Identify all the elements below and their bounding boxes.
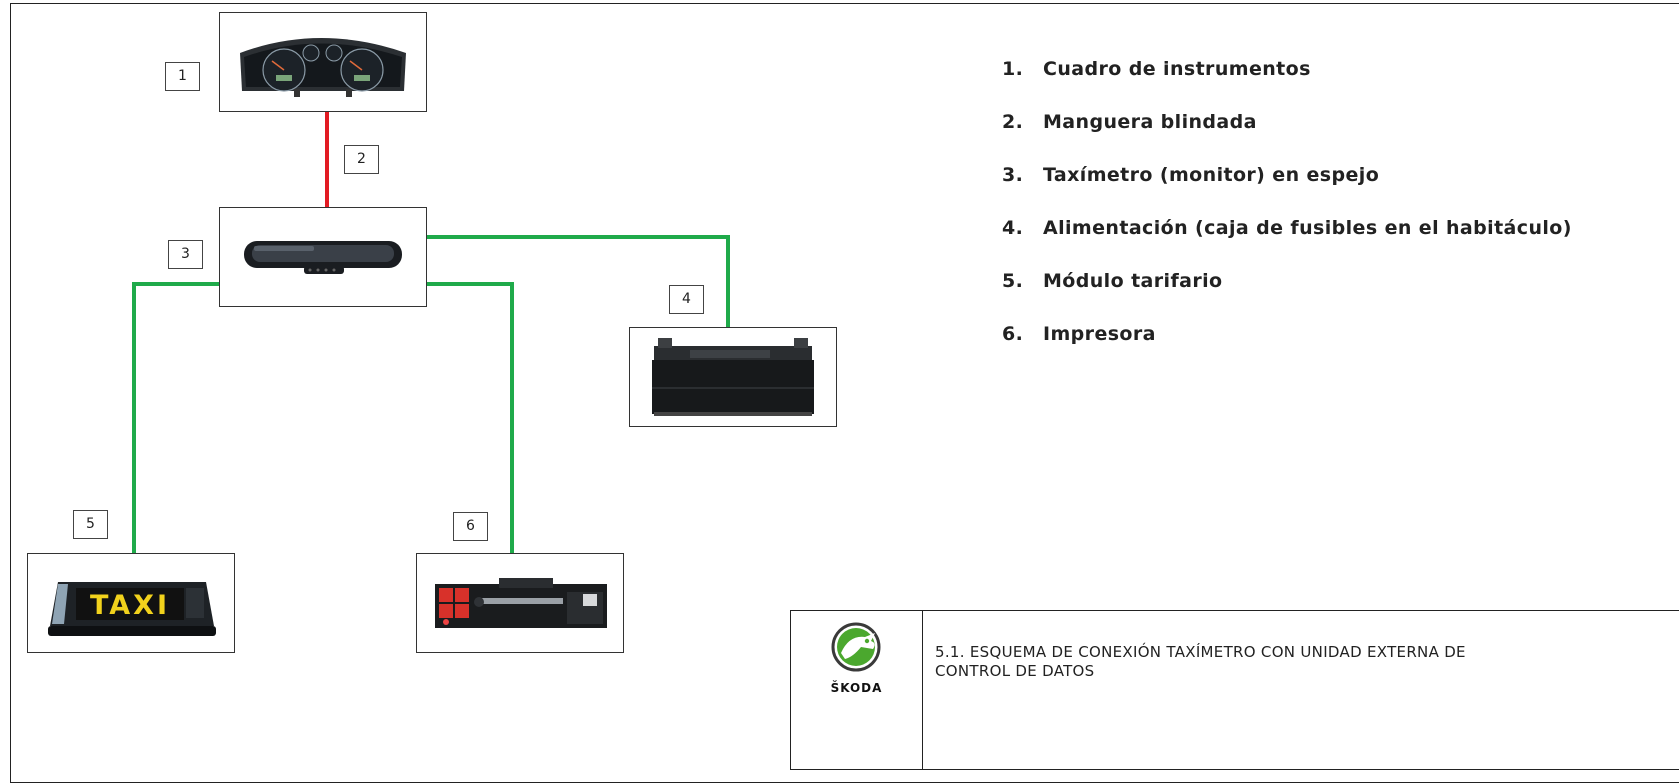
component-number-2: 2 bbox=[344, 145, 379, 174]
component-number-5: 5 bbox=[73, 510, 108, 539]
legend-item-label: Impresora bbox=[1043, 323, 1156, 345]
component-number-1: 1 bbox=[165, 62, 200, 91]
printer-image bbox=[416, 553, 624, 653]
legend-item-number: 4. bbox=[1002, 217, 1024, 239]
legend-item: 5. Módulo tarifario bbox=[1002, 270, 1572, 323]
battery-icon bbox=[652, 338, 814, 416]
battery-image bbox=[629, 327, 837, 427]
taxi-sign-image: TAXI bbox=[27, 553, 235, 653]
legend-item: 4. Alimentación (caja de fusibles en el h… bbox=[1002, 217, 1572, 270]
legend-item: 1. Cuadro de instrumentos bbox=[1002, 58, 1572, 111]
legend-item: 6. Impresora bbox=[1002, 323, 1572, 376]
section-title: 5.1. ESQUEMA DE CONEXIÓN TAXÍMETRO CON U… bbox=[935, 643, 1466, 680]
instrument-cluster-image bbox=[219, 12, 427, 112]
component-number-3: 3 bbox=[168, 240, 203, 269]
legend-item-number: 6. bbox=[1002, 323, 1024, 345]
taxi-sign-label: TAXI bbox=[90, 590, 170, 621]
legend-item-number: 3. bbox=[1002, 164, 1024, 186]
legend-item-number: 1. bbox=[1002, 58, 1024, 80]
legend-item-label: Alimentación (caja de fusibles en el hab… bbox=[1043, 217, 1572, 239]
title-block: ŠKODA 5.1. ESQUEMA DE CONEXIÓN TAXÍMETRO… bbox=[790, 610, 1679, 770]
component-number-6: 6 bbox=[453, 512, 488, 541]
legend-item-number: 5. bbox=[1002, 270, 1024, 292]
mirror-taximeter-icon bbox=[244, 241, 402, 274]
legend-item-label: Cuadro de instrumentos bbox=[1043, 58, 1311, 80]
legend-item-label: Módulo tarifario bbox=[1043, 270, 1223, 292]
instrument-cluster-icon bbox=[240, 38, 406, 97]
legend-item-label: Taxímetro (monitor) en espejo bbox=[1043, 164, 1380, 186]
brand-name: ŠKODA bbox=[830, 681, 883, 695]
wire-mirror-to-battery bbox=[427, 235, 730, 327]
printer-icon bbox=[435, 578, 607, 628]
skoda-logo-icon bbox=[831, 622, 881, 672]
connection-wires bbox=[132, 112, 730, 553]
legend-item: 2. Manguera blindada bbox=[1002, 111, 1572, 164]
legend-item-label: Manguera blindada bbox=[1043, 111, 1257, 133]
legend-item-number: 2. bbox=[1002, 111, 1024, 133]
legend: 1. Cuadro de instrumentos 2. Manguera blin… bbox=[1002, 58, 1572, 376]
wire-mirror-to-printer bbox=[427, 282, 514, 553]
mirror-taximeter-image bbox=[219, 207, 427, 307]
logo-cell: ŠKODA bbox=[791, 611, 923, 769]
component-number-4: 4 bbox=[669, 285, 704, 314]
wire-mirror-to-taxi-sign bbox=[132, 282, 219, 553]
taxi-sign-icon: TAXI bbox=[48, 582, 216, 636]
legend-item: 3. Taxímetro (monitor) en espejo bbox=[1002, 164, 1572, 217]
